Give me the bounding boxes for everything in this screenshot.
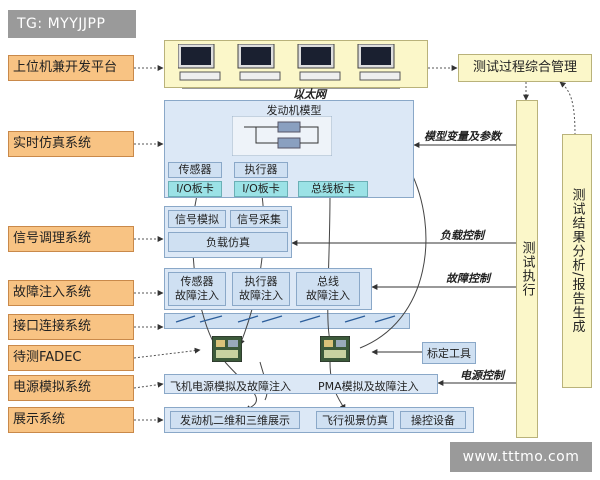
engine-display-cell: 发动机二维和三维展示 xyxy=(170,411,300,429)
result-analysis-box: 测试结果分析/报告生成 xyxy=(562,134,592,388)
test-management-box: 测试过程综合管理 xyxy=(458,54,592,82)
engine-model-diagram xyxy=(232,116,332,156)
calibration-tool: 标定工具 xyxy=(422,342,476,364)
flight-vision-cell: 飞行视景仿真 xyxy=(316,411,394,429)
io-card-1: I/O板卡 xyxy=(168,181,222,197)
pma-label: PMA模拟及故障注入 xyxy=(318,380,419,393)
control-device-cell: 操控设备 xyxy=(400,411,466,429)
signal-collect-cell: 信号采集 xyxy=(230,210,288,228)
bus-card: 总线板卡 xyxy=(298,181,368,197)
fault-control-label: 故障控制 xyxy=(446,272,490,285)
flight-power-label: 飞机电源模拟及故障注入 xyxy=(170,380,291,393)
layer-fault-injection: 故障注入系统 xyxy=(8,280,134,306)
layer-display: 展示系统 xyxy=(8,407,134,433)
actuator-fault-line2: 故障注入 xyxy=(239,289,283,302)
ethernet-label: 以太网 xyxy=(293,88,326,101)
layer-signal-conditioning: 信号调理系统 xyxy=(8,226,134,252)
load-control-label: 负载控制 xyxy=(440,229,484,242)
computer-icon xyxy=(357,44,401,81)
layer-realtime-sim: 实时仿真系统 xyxy=(8,131,134,157)
bus-fault-cell: 总线 故障注入 xyxy=(296,272,360,306)
watermark: www.tttmo.com xyxy=(450,442,592,472)
power-sim-panel xyxy=(164,374,438,394)
computer-icon xyxy=(178,44,221,81)
actuator-fault-cell: 执行器 故障注入 xyxy=(232,272,290,306)
test-execution-box: 测试执行 xyxy=(516,100,538,438)
sensor-label: 传感器 xyxy=(168,162,222,178)
source-tag: TG: MYYJJPP xyxy=(8,10,136,38)
layer-host-platform: 上位机兼开发平台 xyxy=(8,55,134,81)
layer-fadec: 待测FADEC xyxy=(8,345,134,371)
bus-fault-line1: 总线 xyxy=(317,275,339,288)
sensor-fault-line2: 故障注入 xyxy=(175,289,219,302)
layer-interface-connection: 接口连接系统 xyxy=(8,314,134,340)
computer-icons xyxy=(178,44,401,81)
computer-icon xyxy=(237,44,281,81)
io-card-2: I/O板卡 xyxy=(234,181,288,197)
actuator-fault-line1: 执行器 xyxy=(244,275,278,288)
model-params-label: 模型变量及参数 xyxy=(424,130,501,143)
power-control-label: 电源控制 xyxy=(460,369,504,382)
layer-power-simulation: 电源模拟系统 xyxy=(8,375,134,401)
load-sim-cell: 负载仿真 xyxy=(168,232,288,252)
fadec-board-icon xyxy=(212,336,242,362)
engine-model-label: 发动机模型 xyxy=(266,104,322,117)
fadec-board-icon xyxy=(320,336,350,362)
sensor-fault-line1: 传感器 xyxy=(180,275,214,288)
signal-sim-cell: 信号模拟 xyxy=(168,210,226,228)
computer-icon xyxy=(297,44,341,81)
sensor-fault-cell: 传感器 故障注入 xyxy=(168,272,226,306)
bus-fault-line2: 故障注入 xyxy=(306,289,350,302)
actuator-label: 执行器 xyxy=(234,162,288,178)
